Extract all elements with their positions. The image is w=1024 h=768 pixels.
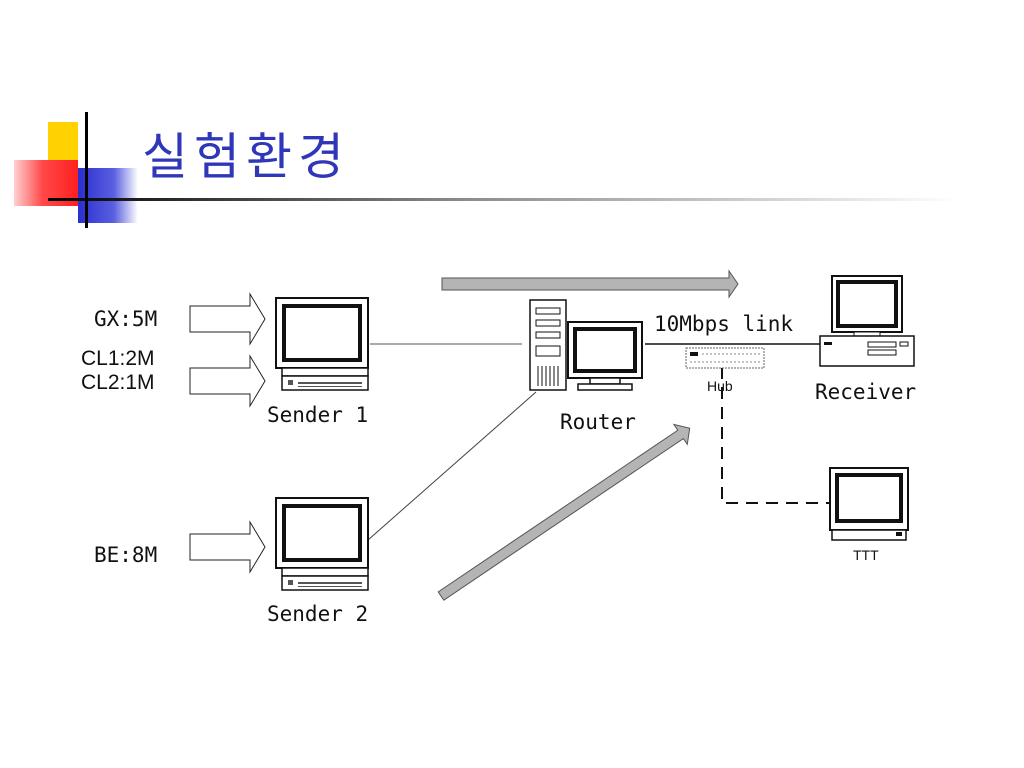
- input-arrow-gx: [189, 292, 266, 346]
- link-hub-ttt: [721, 367, 832, 504]
- deco-vertical-line: [85, 112, 88, 228]
- screen: [282, 304, 362, 362]
- router-computer: [529, 299, 643, 391]
- ttt-computer: [829, 467, 909, 541]
- hub-device: [685, 347, 765, 369]
- link-label: 10Mbps link: [654, 312, 794, 336]
- link-sender2-router: [367, 391, 537, 541]
- desktop-case-icon: [819, 335, 915, 367]
- flow-label-cl1: CL1:2M: [81, 347, 155, 370]
- flow-arrow-diagonal: [437, 423, 691, 601]
- node-label-receiver: Receiver: [815, 380, 917, 404]
- flow-label-gx: GX:5M: [94, 307, 158, 331]
- flow-label-be: BE:8M: [94, 543, 158, 567]
- title-underline: [48, 198, 960, 201]
- slide-title: 실험환경: [142, 128, 350, 186]
- sender1-computer: [275, 297, 369, 391]
- node-label-hub: Hub: [707, 378, 733, 394]
- flow-label-group-cl: CL1:2M CL2:1M: [81, 347, 155, 395]
- input-arrows: [189, 292, 266, 574]
- node-label-sender2: Sender 2: [267, 602, 369, 626]
- node-label-ttt: TTT: [853, 547, 879, 563]
- input-arrow-be: [189, 520, 266, 574]
- sender2-computer: [275, 497, 369, 591]
- flow-arrow-top: [441, 269, 739, 299]
- header-decoration: [14, 112, 960, 228]
- flow-label-cl2: CL2:1M: [81, 371, 155, 394]
- node-label-sender1: Sender 1: [267, 403, 369, 427]
- flow-arrows: [437, 269, 739, 601]
- input-arrow-cl: [189, 354, 266, 408]
- screen: [282, 504, 362, 562]
- hub-icon: [685, 347, 765, 369]
- receiver-computer: [819, 275, 915, 367]
- node-label-router: Router: [560, 410, 636, 434]
- network-links: [367, 343, 832, 541]
- tower-icon: [529, 299, 567, 391]
